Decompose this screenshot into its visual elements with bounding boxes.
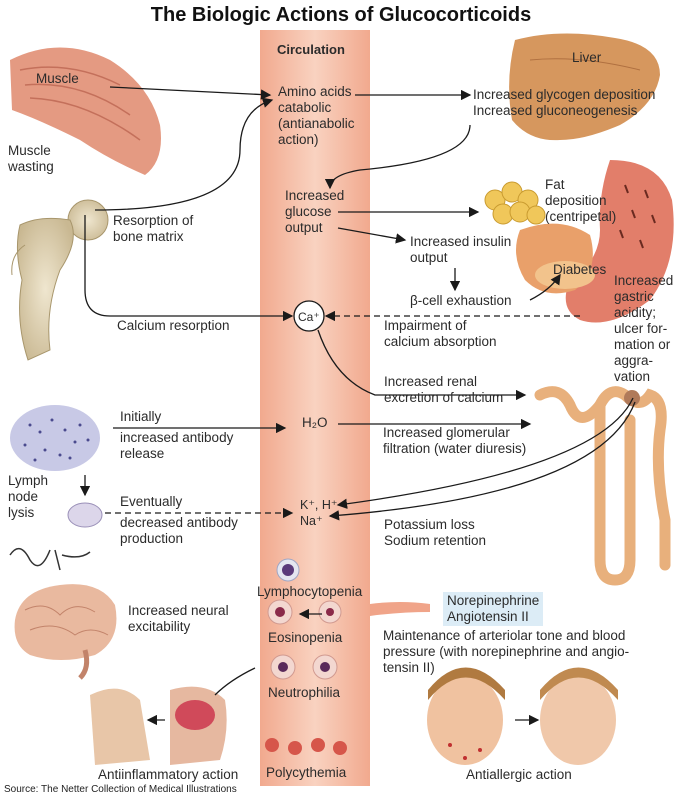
lymph-node-lysis-label: Lymph node lysis bbox=[8, 473, 49, 520]
finger-illustration bbox=[90, 686, 227, 765]
muscle-illustration bbox=[10, 47, 161, 175]
small-lymph-node bbox=[67, 502, 103, 528]
antiinflammatory-label: Antiinflammatory action bbox=[98, 767, 239, 782]
fat-globules bbox=[484, 181, 546, 225]
norepinephrine-label: Norepinephrine Angiotensin II bbox=[443, 592, 544, 626]
glomerular-filtration-label: Increased glomerular filtration (water d… bbox=[383, 425, 527, 456]
page-title: The Biologic Actions of Glucocorticoids bbox=[150, 4, 532, 26]
calcium-resorption-label: Calcium resorption bbox=[117, 318, 230, 333]
lymphocytopenia-label: Lymphocytopenia bbox=[257, 584, 363, 599]
antiallergic-label: Antiallergic action bbox=[466, 767, 572, 782]
increased-antibody-label: increased antibody release bbox=[120, 430, 234, 461]
stomach-illustration bbox=[516, 160, 674, 323]
lymph-dots bbox=[23, 418, 90, 462]
ions-label: K⁺, H⁺ Na⁺ bbox=[300, 498, 338, 528]
source-caption: Source: The Netter Collection of Medical… bbox=[4, 784, 237, 795]
muscle-label: Muscle bbox=[36, 71, 79, 86]
blood-cells bbox=[265, 558, 347, 755]
polycythemia-label: Polycythemia bbox=[266, 765, 347, 780]
eventually-label: Eventually bbox=[120, 494, 183, 509]
diabetes-label: Diabetes bbox=[553, 262, 607, 277]
arteriolar-tone-label: Maintenance of arteriolar tone and blood… bbox=[383, 628, 630, 675]
faces-illustration bbox=[427, 667, 618, 765]
calcium-node bbox=[293, 300, 325, 332]
glucose-output-label: Increased glucose output bbox=[285, 188, 345, 235]
water-label: H₂O bbox=[302, 415, 328, 430]
eosinopenia-label: Eosinopenia bbox=[268, 630, 343, 645]
nephron-illustration bbox=[534, 386, 671, 586]
neural-excitability-label: Increased neural excitability bbox=[128, 603, 229, 634]
liver-effects-label: Increased glycogen deposition Increased … bbox=[473, 87, 656, 118]
liver-illustration bbox=[509, 33, 660, 141]
femur-illustration bbox=[11, 199, 109, 361]
gastric-acidity-label: Increased gastric acidity; ulcer for- ma… bbox=[614, 273, 674, 384]
glomerulus bbox=[624, 390, 640, 406]
muscle-wasting-label: Muscle wasting bbox=[8, 143, 54, 174]
potassium-sodium-label: Potassium loss Sodium retention bbox=[384, 517, 487, 548]
beta-cell-label: β-cell exhaustion bbox=[410, 293, 512, 308]
amino-acids-label: Amino acids catabolic (antianabolic acti… bbox=[278, 84, 355, 147]
renal-excretion-label: Increased renal excretion of calcium bbox=[384, 374, 504, 405]
insulin-output-label: Increased insulin output bbox=[410, 234, 512, 265]
initially-label: Initially bbox=[120, 409, 162, 424]
calcium-ion-label: Ca⁺ bbox=[298, 310, 320, 324]
calcium-absorption-label: Impairment of calcium absorption bbox=[384, 318, 497, 349]
brain-illustration bbox=[14, 584, 117, 680]
decreased-antibody-label: decreased antibody production bbox=[120, 515, 238, 546]
circulation-label: Circulation bbox=[277, 42, 345, 57]
bone-resorption-label: Resorption of bone matrix bbox=[113, 213, 194, 244]
fat-deposition-label: Fat deposition (centripetal) bbox=[545, 177, 617, 224]
signature bbox=[9, 547, 91, 571]
vessel-branch bbox=[370, 602, 430, 616]
arrows bbox=[79, 86, 636, 726]
lymph-node-illustration bbox=[10, 405, 100, 471]
neutrophilia-label: Neutrophilia bbox=[268, 685, 341, 700]
liver-label: Liver bbox=[572, 50, 602, 65]
